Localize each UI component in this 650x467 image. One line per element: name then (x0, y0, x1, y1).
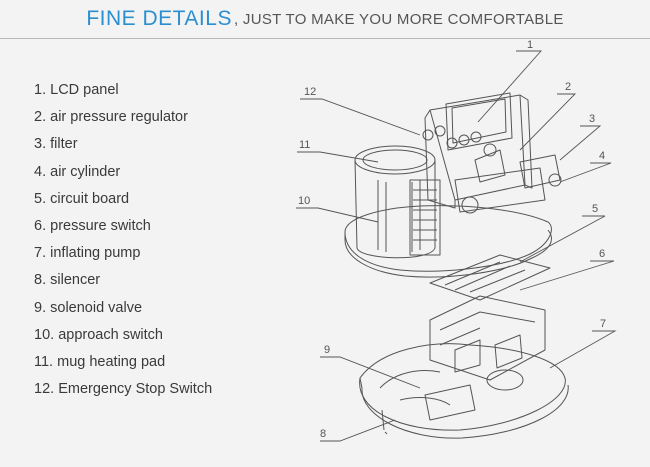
page-subtitle: , JUST TO MAKE YOU MORE COMFORTABLE (233, 10, 564, 28)
callout-line-10 (296, 207, 379, 223)
parts-legend: 1. LCD panel 2. air pressure regulator 3… (34, 82, 212, 408)
legend-item: 5. circuit board (34, 190, 130, 207)
heating-pad (377, 180, 421, 252)
callout-line-2 (519, 93, 577, 151)
callout-line-5 (519, 215, 606, 263)
callout-4: 4 (599, 150, 605, 162)
callout-6: 6 (599, 248, 605, 260)
legend-item: 3. filter (34, 136, 78, 153)
legend-item: 2. air pressure regulator (34, 109, 188, 126)
legend-item: 12. Emergency Stop Switch (34, 381, 213, 398)
callout-line-11 (297, 151, 379, 163)
circuit-board (429, 254, 551, 301)
page-header: FINE DETAILS , JUST TO MAKE YOU MORE COM… (0, 0, 650, 38)
callout-line-12 (300, 98, 421, 136)
legend-item: 1. LCD panel (34, 82, 119, 98)
callout-8: 8 (320, 428, 326, 440)
callout-9: 9 (324, 344, 330, 356)
legend-item: 6. pressure switch (34, 217, 151, 234)
callout-line-9 (320, 356, 421, 389)
callout-line-1 (477, 50, 543, 123)
callout-3: 3 (589, 113, 595, 125)
callout-1: 1 (527, 39, 533, 51)
filter-unit (519, 154, 561, 189)
legend-item: 4. air cylinder (34, 163, 121, 180)
callout-line-3 (559, 125, 602, 161)
legend-item: 7. inflating pump (34, 245, 141, 262)
callout-line-4 (559, 162, 612, 183)
header-divider (0, 38, 650, 39)
air-cylinder (454, 167, 546, 213)
legend-item: 8. silencer (34, 272, 101, 289)
legend-item: 11. mug heating pad (34, 353, 166, 370)
page-title: FINE DETAILS (86, 7, 232, 30)
callout-2: 2 (565, 81, 571, 93)
lower-housing (429, 295, 546, 381)
legend-item: 10. approach switch (34, 326, 163, 343)
bottom-tray (359, 343, 566, 431)
callout-line-8 (320, 419, 396, 442)
callout-12: 12 (304, 86, 316, 98)
lcd-panel (445, 92, 513, 151)
callout-11: 11 (299, 139, 310, 151)
callout-line-7 (549, 330, 617, 369)
legend-item: 9. solenoid valve (34, 299, 143, 316)
callout-10: 10 (298, 195, 310, 207)
callout-7: 7 (600, 318, 606, 330)
callout-5: 5 (592, 203, 598, 215)
callout-line-6 (519, 260, 615, 291)
